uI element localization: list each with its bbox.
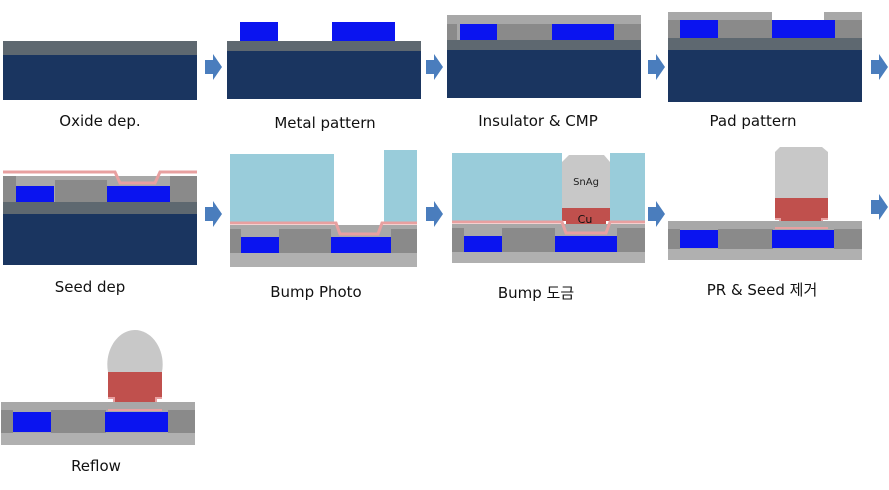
insulator-dark-3 bbox=[168, 410, 195, 433]
insulator-dark-3 bbox=[614, 24, 641, 40]
caption-pad-pattern: Pad pattern bbox=[709, 112, 797, 130]
caption-bump-photo: Bump Photo bbox=[270, 283, 362, 301]
caption-oxide-dep: Oxide dep. bbox=[59, 112, 141, 130]
insulator-dark-3 bbox=[617, 228, 645, 252]
insulator-dark-2 bbox=[497, 24, 552, 40]
metal-pad-left bbox=[16, 186, 54, 202]
oxide-layer bbox=[668, 38, 862, 50]
substrate bbox=[3, 214, 197, 265]
insulator-dark-3 bbox=[834, 229, 862, 249]
photoresist-left bbox=[452, 153, 562, 221]
substrate-base bbox=[230, 253, 417, 267]
snag-cap bbox=[562, 155, 610, 208]
step-oxide-dep bbox=[3, 41, 197, 100]
caption-reflow: Reflow bbox=[71, 457, 121, 475]
metal-pad-left bbox=[464, 236, 502, 252]
metal-pad-right bbox=[772, 20, 835, 38]
metal-pad-left bbox=[680, 20, 718, 38]
step-insulator-cmp bbox=[447, 15, 641, 98]
metal-pad-left bbox=[240, 22, 278, 41]
metal-pad-right bbox=[105, 412, 168, 432]
caption-pr-seed-removal: PR & Seed 제거 bbox=[706, 281, 818, 299]
arrow-2-to-3 bbox=[426, 54, 443, 80]
step-bump-photo bbox=[230, 150, 417, 267]
photoresist-right bbox=[384, 150, 417, 222]
metal-pad-left bbox=[13, 412, 51, 432]
metal-pad-right bbox=[772, 230, 834, 248]
insulator-dark-3 bbox=[835, 20, 862, 38]
insulator-dark-2 bbox=[718, 229, 773, 249]
insulator-dark-1 bbox=[1, 410, 13, 433]
arrow-7-to-8 bbox=[648, 201, 665, 227]
substrate-base bbox=[668, 249, 862, 260]
insulator-top-left bbox=[668, 12, 772, 20]
caption-insulator-cmp: Insulator & CMP bbox=[478, 112, 598, 130]
arrow-3-to-4 bbox=[648, 54, 665, 80]
step-bump-plating: SnAg Cu bbox=[452, 153, 645, 263]
metal-pad-right bbox=[552, 24, 614, 40]
insulator-dark-2 bbox=[718, 20, 772, 38]
insulator-dark-2 bbox=[502, 228, 555, 252]
oxide-layer bbox=[447, 40, 641, 50]
oxide-layer bbox=[227, 41, 421, 51]
substrate bbox=[227, 51, 421, 99]
step-seed-dep bbox=[3, 170, 197, 265]
insulator-dark-1 bbox=[668, 229, 680, 249]
seed-layer bbox=[3, 170, 197, 185]
metal-pad-right bbox=[332, 22, 395, 41]
cu-pillar bbox=[108, 372, 162, 410]
step-reflow bbox=[1, 330, 195, 445]
insulator-top bbox=[447, 15, 641, 24]
metal-pad-right bbox=[555, 236, 617, 252]
insulator-dark-2 bbox=[51, 410, 106, 433]
caption-bump-plating: Bump 도금 bbox=[497, 284, 575, 302]
insulator-top-right bbox=[824, 12, 862, 20]
solder-ball bbox=[107, 330, 163, 372]
metal-pad-left bbox=[680, 230, 718, 248]
photoresist-left bbox=[230, 154, 334, 222]
cu-pillar bbox=[775, 198, 828, 228]
metal-pad-left bbox=[241, 237, 279, 253]
arrow-6-to-7 bbox=[426, 201, 443, 227]
arrow-5-to-6 bbox=[205, 201, 222, 227]
insulator-dark-1 bbox=[3, 176, 16, 202]
substrate-base bbox=[452, 252, 645, 263]
insulator-dark-3 bbox=[391, 229, 417, 253]
metal-pad-right bbox=[331, 237, 391, 253]
arrow-1-to-2 bbox=[205, 54, 222, 80]
flow-arrows bbox=[205, 54, 888, 227]
snag-cap bbox=[775, 147, 828, 198]
substrate bbox=[3, 55, 197, 100]
caption-metal-pattern: Metal pattern bbox=[274, 114, 376, 132]
seed-layer bbox=[230, 221, 417, 236]
step-pad-pattern bbox=[668, 12, 862, 102]
snag-label: SnAg bbox=[573, 177, 599, 188]
step-metal-pattern bbox=[227, 22, 421, 99]
insulator-dark-1 bbox=[668, 20, 680, 38]
caption-seed-dep: Seed dep bbox=[54, 278, 126, 296]
cu-label: Cu bbox=[578, 213, 593, 226]
arrow-4-to-5 bbox=[871, 54, 888, 80]
metal-pad-left bbox=[460, 24, 497, 40]
oxide-layer bbox=[3, 202, 197, 214]
substrate bbox=[668, 50, 862, 102]
substrate-base bbox=[1, 433, 195, 445]
substrate bbox=[447, 50, 641, 98]
insulator-dark-1 bbox=[230, 229, 241, 253]
photoresist-right bbox=[610, 153, 645, 221]
insulator-dark-3 bbox=[170, 176, 197, 202]
arrow-8-to-9 bbox=[871, 194, 888, 220]
metal-pad-right bbox=[107, 186, 170, 202]
seed-layer bbox=[452, 220, 645, 235]
oxide-layer bbox=[3, 41, 197, 55]
insulator-dark-2 bbox=[279, 229, 331, 253]
insulator-dark-1 bbox=[452, 228, 464, 252]
insulator-dark-2 bbox=[55, 180, 107, 202]
insulator-dark-1 bbox=[447, 24, 457, 40]
step-pr-seed-removal bbox=[668, 147, 862, 260]
